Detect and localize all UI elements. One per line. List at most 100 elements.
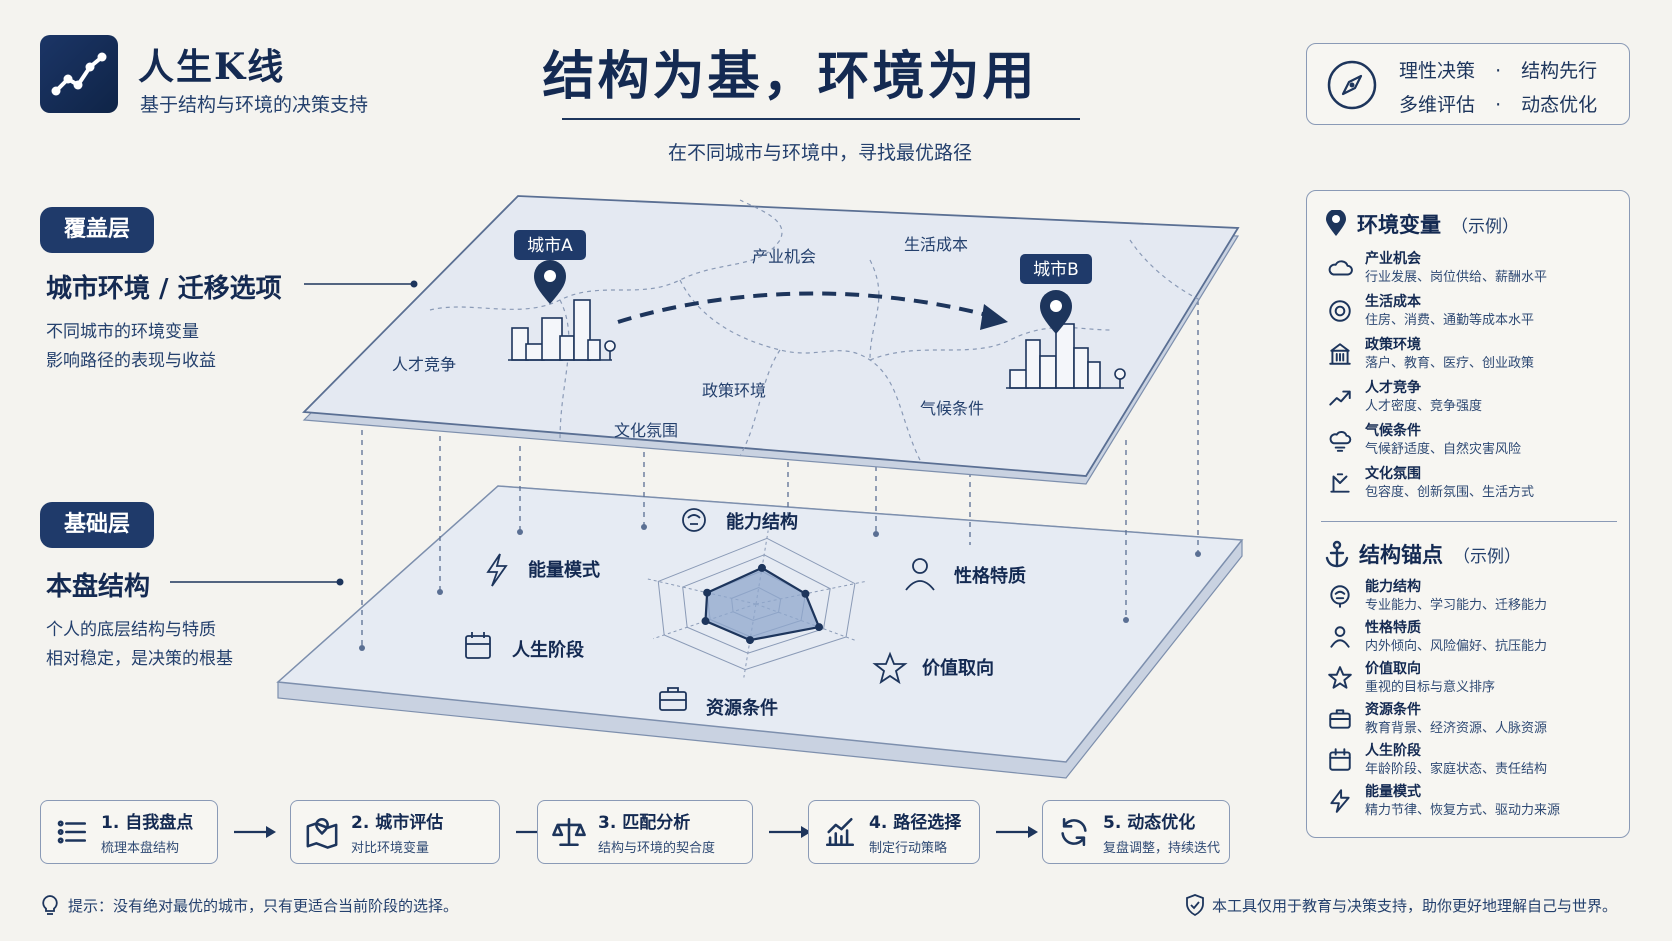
city-a-skyline-icon xyxy=(508,299,616,361)
legend-item-name: 人生阶段 xyxy=(1365,743,1421,759)
legend-item-desc: 精力节律、恢复方式、驱动力来源 xyxy=(1365,803,1561,818)
desc-line: 相对稳定，是决策的根基 xyxy=(46,649,233,669)
refresh-icon xyxy=(1061,817,1087,847)
step-desc: 对比环境变量 xyxy=(351,841,430,856)
anchors-title: 结构锚点 xyxy=(1359,543,1443,567)
legend-panel: 环境变量 （示例） 产业机会行业发展、岗位供给、薪酬水平生活成本住房、消费、通勤… xyxy=(1306,190,1630,838)
legend-item-name: 气候条件 xyxy=(1365,423,1421,439)
radar-point xyxy=(757,563,766,572)
app-subtitle: 基于结构与环境的决策支持 xyxy=(140,94,369,116)
page-subtitle: 在不同城市与环境中，寻找最优路径 xyxy=(667,142,972,164)
base-layer-title: 本盘结构 xyxy=(46,572,151,602)
legend-item: 人生阶段年龄阶段、家庭状态、责任结构 xyxy=(1327,743,1617,783)
list-icon xyxy=(57,820,87,844)
building-icon xyxy=(1329,343,1351,365)
connector-end-dots xyxy=(359,524,1201,651)
desc-line: 个人的底层结构与特质 xyxy=(46,620,216,640)
legend-item: 产业机会行业发展、岗位供给、薪酬水平 xyxy=(1327,251,1617,291)
principle-dot: · xyxy=(1495,94,1502,116)
city-b-skyline-icon xyxy=(1006,323,1126,389)
legend-item-name: 能量模式 xyxy=(1365,784,1421,800)
legend-item-name: 人才竞争 xyxy=(1365,380,1421,396)
city-b-label: 城市B xyxy=(1033,260,1079,280)
legend-item: 性格特质内外倾向、风险偏好、抗压能力 xyxy=(1327,620,1617,660)
title-divider xyxy=(562,118,1080,120)
route-arrow xyxy=(617,291,999,324)
legend-item-name: 能力结构 xyxy=(1365,579,1421,595)
legend-item-name: 产业机会 xyxy=(1365,251,1421,267)
radar-point xyxy=(701,617,710,626)
layer-connector-lines xyxy=(361,300,1199,646)
step-title: 2. 城市评估 xyxy=(351,813,444,833)
legend-divider xyxy=(1321,521,1617,522)
step-card[interactable]: 1. 自我盘点梳理本盘结构 xyxy=(40,800,218,864)
region-label: 人才竞争 xyxy=(392,355,456,374)
anchors-heading: 结构锚点 （示例） xyxy=(1325,539,1521,569)
region-label: 生活成本 xyxy=(904,235,968,254)
legend-item-desc: 专业能力、学习能力、迁移能力 xyxy=(1365,598,1548,613)
legend-item-desc: 气候舒适度、自然灾害风险 xyxy=(1365,442,1522,457)
step-card[interactable]: 3. 匹配分析结构与环境的契合度 xyxy=(537,800,753,864)
step-title: 3. 匹配分析 xyxy=(598,813,691,833)
overlay-layer-title: 城市环境 / 迁移选项 xyxy=(46,274,282,304)
bolt-icon xyxy=(1330,789,1350,813)
radar-label-values: 价值取向 xyxy=(922,657,994,679)
principle-dot: · xyxy=(1495,60,1502,82)
principles-row-2: 多维评估 · 动态优化 xyxy=(1399,90,1597,117)
env-variables-title: 环境变量 xyxy=(1357,213,1441,237)
briefcase-icon xyxy=(659,687,687,711)
legend-item: 文化氛围包容度、创新氛围、生活方式 xyxy=(1327,466,1617,506)
principles-box: 理性决策 · 结构先行 多维评估 · 动态优化 xyxy=(1306,43,1630,125)
coin-icon xyxy=(1329,300,1351,322)
radar-point xyxy=(703,588,712,597)
shield-icon xyxy=(1186,894,1204,916)
principle-item: 结构先行 xyxy=(1521,60,1598,82)
step-card[interactable]: 2. 城市评估对比环境变量 xyxy=(290,800,500,864)
star-icon xyxy=(872,651,908,685)
principles-row-1: 理性决策 · 结构先行 xyxy=(1399,56,1597,83)
city-b-tag-bg xyxy=(1020,254,1092,284)
calendar-icon xyxy=(465,632,491,659)
chart-icon xyxy=(825,817,855,847)
radar-label-life-stage: 人生阶段 xyxy=(512,639,585,661)
anchor-icon xyxy=(1325,540,1349,568)
legend-item-desc: 住房、消费、通勤等成本水平 xyxy=(1365,313,1535,328)
route-arrowhead xyxy=(980,304,1008,330)
principle-item: 动态优化 xyxy=(1521,94,1598,116)
radar-point xyxy=(815,623,824,632)
line-chart-logo-icon xyxy=(51,52,107,96)
city-a-pin-icon xyxy=(534,260,566,304)
step-card[interactable]: 4. 路径选择制定行动策略 xyxy=(808,800,980,864)
brain-icon xyxy=(682,508,706,532)
legend-item-desc: 教育背景、经济资源、人脉资源 xyxy=(1365,721,1548,736)
region-label: 文化氛围 xyxy=(614,421,678,440)
location-pin-icon xyxy=(1326,210,1346,236)
legend-item: 能力结构专业能力、学习能力、迁移能力 xyxy=(1327,579,1617,619)
step-title: 1. 自我盘点 xyxy=(101,813,194,833)
page-title: 结构为基，环境为用 xyxy=(542,46,1038,107)
legend-item-name: 政策环境 xyxy=(1365,337,1421,353)
desc-line: 不同城市的环境变量 xyxy=(46,322,199,342)
step-card[interactable]: 5. 动态优化复盘调整，持续迭代 xyxy=(1042,800,1230,864)
legend-item-desc: 行业发展、岗位供给、薪酬水平 xyxy=(1365,270,1548,285)
radar-label-personality: 性格特质 xyxy=(954,565,1026,587)
legend-item-desc: 重视的目标与意义排序 xyxy=(1365,680,1496,695)
env-variables-heading: 环境变量 （示例） xyxy=(1325,209,1519,239)
legend-item-desc: 年龄阶段、家庭状态、责任结构 xyxy=(1365,762,1548,777)
step-desc: 制定行动策略 xyxy=(869,841,948,856)
legend-item: 政策环境落户、教育、医疗、创业政策 xyxy=(1327,337,1617,377)
city-b-pin-icon xyxy=(1040,290,1072,334)
map-slab xyxy=(302,195,1240,485)
radar-label-energy: 能量模式 xyxy=(528,559,600,581)
region-label: 产业机会 xyxy=(752,247,816,266)
disclaimer-text: 本工具仅用于教育与决策支持，助你更好地理解自己与世界。 xyxy=(1212,896,1618,915)
step-arrow-icon xyxy=(769,826,811,838)
legend-item-desc: 落户、教育、医疗、创业政策 xyxy=(1365,356,1535,371)
base-connector-dot xyxy=(336,578,344,586)
overlay-layer-badge: 覆盖层 xyxy=(40,207,155,253)
person-icon xyxy=(905,558,935,591)
region-label: 气候条件 xyxy=(920,399,984,418)
city-a-tag-bg xyxy=(514,230,586,260)
radar-point xyxy=(801,589,810,598)
legend-item-desc: 内外倾向、风险偏好、抗压能力 xyxy=(1365,639,1548,654)
